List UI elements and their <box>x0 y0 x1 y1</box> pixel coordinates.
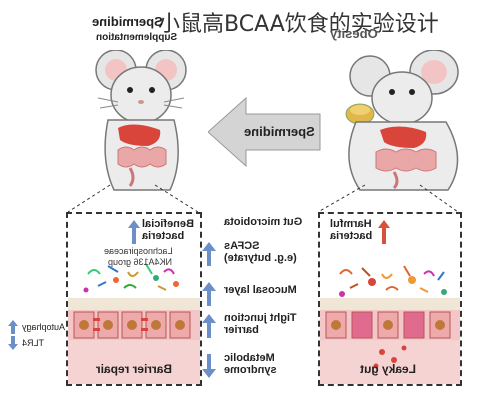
taxa-label-2: NK4A136 group <box>108 257 173 267</box>
lean-mouse-illustration <box>95 50 187 191</box>
harmful-up-arrow-icon <box>378 220 390 244</box>
obese-mouse-illustration <box>345 50 459 191</box>
taxa-label-1: Lachnospiraceae <box>104 246 173 256</box>
leaky-gut-illustration <box>320 265 460 384</box>
beneficial-up-arrow-icon <box>128 220 140 244</box>
down-arrow-icon <box>202 354 216 378</box>
spermidine-arrow <box>208 96 321 168</box>
barrier-repair-label: Barrier repair <box>96 362 173 376</box>
harmful-bacteria-label: Harmful bacteria <box>330 218 373 242</box>
up-arrow-icon <box>202 314 216 338</box>
autophagy-up-arrow-icon <box>8 320 18 334</box>
effect-mucosal-layer: Mucosal layer <box>200 280 310 310</box>
page-title: 小鼠高BCAA饮食的实验设计 <box>158 12 439 37</box>
tlr4-down-arrow-icon <box>8 336 18 350</box>
autophagy-label: Autophagy <box>22 322 66 332</box>
tlr4-label: TLR4 <box>22 338 45 348</box>
effect-scfas: SCFAs(e.g. butyrate) <box>200 240 310 270</box>
healthy-gut-panel: Beneficial bacteria Lachnospiraceae NK4A… <box>66 212 202 386</box>
beneficial-bacteria-label: Beneficial bacteria <box>142 218 194 242</box>
up-arrow-icon <box>202 282 216 306</box>
healthy-gut-illustration <box>68 263 200 384</box>
leaky-gut-label: Leaky gut <box>360 362 417 376</box>
leaky-gut-panel: Harmful bacteria Leaky gut <box>318 212 462 386</box>
up-arrow-icon <box>202 242 216 266</box>
